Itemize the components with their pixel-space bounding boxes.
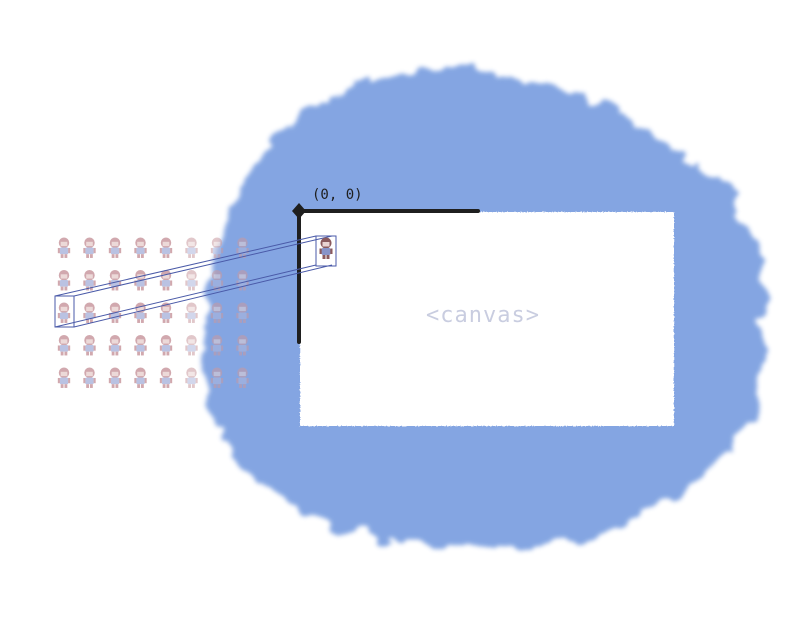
sprite-character-icon	[108, 237, 122, 258]
sprite-character-icon	[159, 335, 173, 356]
sprite-character-icon	[185, 335, 198, 356]
sprite-character-icon	[134, 335, 147, 356]
sprite-character-icon	[83, 270, 96, 291]
projection-lines	[54, 235, 333, 328]
drawn-sprite	[319, 237, 333, 259]
sprite-character-icon	[236, 335, 249, 356]
sprite-character-icon	[210, 367, 224, 388]
sprite-character-icon	[185, 270, 198, 291]
sprite-character-icon	[108, 367, 122, 388]
sprite-character-icon	[236, 367, 249, 388]
sprite-character-icon	[57, 302, 71, 323]
sprite-character-icon	[134, 367, 147, 388]
origin-coordinate-label: (0, 0)	[312, 187, 363, 203]
sprite-character-icon	[210, 335, 224, 356]
projection-line-bottom-back	[73, 264, 333, 328]
projection-line-top-back	[73, 235, 333, 297]
sprite-sheet	[57, 237, 249, 388]
sprite-character-icon	[159, 270, 173, 291]
sprite-character-icon	[83, 237, 96, 258]
sprite-character-icon	[319, 237, 333, 259]
sprite-character-icon	[185, 237, 198, 258]
sprite-character-icon	[57, 237, 71, 258]
sprite-character-icon	[83, 367, 96, 388]
sprite-character-icon	[83, 302, 96, 323]
sprite-character-icon	[236, 270, 249, 291]
projection-line-top	[54, 235, 317, 297]
sprite-character-icon	[210, 302, 224, 323]
projection-line-bottom	[54, 264, 317, 328]
sprite-character-icon	[57, 335, 71, 356]
canvas-label: <canvas>	[426, 303, 540, 328]
sprite-character-icon	[57, 270, 71, 291]
sprite-character-icon	[159, 237, 173, 258]
drawn-sprite-frame	[315, 235, 337, 267]
sprite-character-icon	[108, 335, 122, 356]
sprite-character-icon	[57, 367, 71, 388]
sprite-character-icon	[185, 302, 198, 323]
sprite-sheet-selection-box	[54, 295, 75, 328]
sprite-character-icon	[185, 367, 198, 388]
canvas-rectangle	[300, 212, 674, 426]
sprite-character-icon	[159, 367, 173, 388]
sprite-character-icon	[210, 237, 224, 258]
sprite-character-icon	[134, 237, 147, 258]
origin-dot-icon	[292, 203, 306, 219]
sprite-character-icon	[83, 335, 96, 356]
sprite-character-icon	[236, 302, 249, 323]
